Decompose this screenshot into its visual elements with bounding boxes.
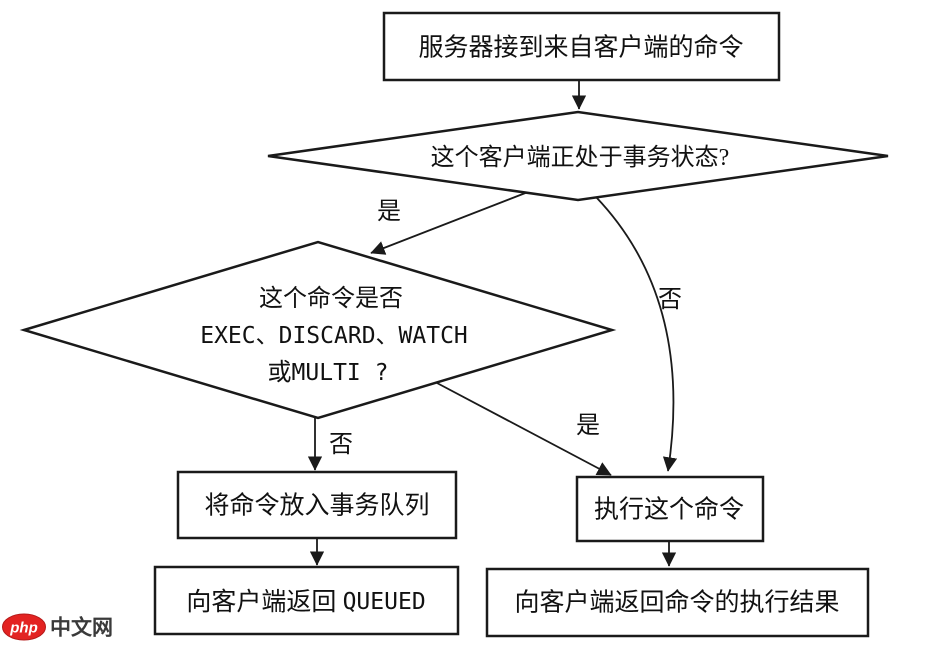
watermark-site-name: 中文网 [50, 616, 113, 640]
edge-labels: 是 否 否 是 [329, 199, 682, 458]
node-reply-result-label: 向客户端返回命令的执行结果 [514, 589, 839, 617]
node-enqueue-box [176, 470, 458, 540]
node-decision-command-type-line2: EXEC、DISCARD、WATCH [200, 323, 468, 349]
node-enqueue-label: 将命令放入事务队列 [204, 492, 429, 520]
node-start-label: 服务器接到来自客户端的命令 [418, 34, 743, 62]
edge-decision1-no-curve-arrow [595, 196, 678, 472]
php-badge-icon [2, 613, 46, 641]
node-reply-result-box [485, 567, 870, 638]
node-start-box [382, 11, 781, 82]
flow-edges [307, 80, 678, 567]
node-decision-command-type-diamond [19, 240, 617, 420]
node-execute-box [575, 475, 765, 543]
edge-decision1-yes-arrow [370, 191, 529, 255]
edge-label-cmd-yes: 是 [576, 413, 600, 439]
php-cn-watermark: php 中文网 [2, 613, 113, 641]
edge-label-cmd-no: 否 [329, 432, 353, 458]
php-badge-label: php [9, 620, 38, 637]
node-execute-label: 执行这个命令 [594, 496, 744, 524]
node-reply-queued-label: 向客户端返回 QUEUED [186, 588, 425, 616]
edge-decision2-yes-arrow [436, 382, 612, 476]
node-decision-in-transaction-diamond [267, 110, 889, 202]
edge-label-in-tx-no: 否 [658, 287, 682, 313]
node-decision-command-type-line1: 这个命令是否 [259, 285, 403, 312]
node-reply-queued-box [153, 565, 460, 636]
node-decision-command-type-line3: 或MULTI ? [268, 359, 389, 386]
flow-nodes: 服务器接到来自客户端的命令 这个客户端正处于事务状态? 这个命令是否 EXEC、… [19, 11, 889, 638]
edge-label-in-tx-yes: 是 [377, 199, 401, 225]
node-decision-in-transaction-label: 这个客户端正处于事务状态? [431, 144, 730, 171]
